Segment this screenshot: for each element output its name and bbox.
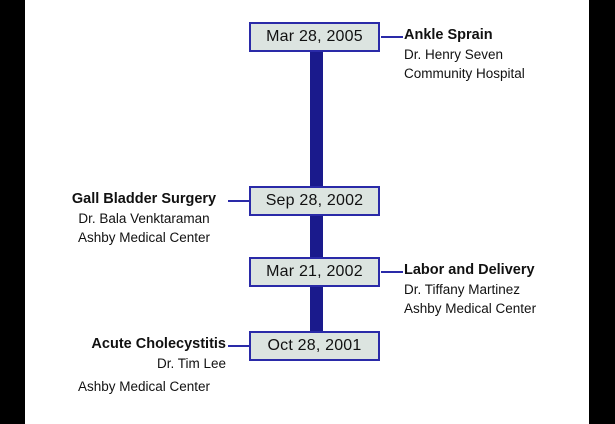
timeline-connector: [228, 345, 250, 347]
timeline-date-box[interactable]: Mar 21, 2002: [249, 257, 380, 287]
event-provider: Dr. Tiffany Martinez: [404, 282, 521, 297]
timeline-date-box[interactable]: Mar 28, 2005: [249, 22, 380, 52]
event-title: Acute Cholecystitis: [91, 336, 226, 352]
timeline-entry[interactable]: Acute Cholecystitis Dr. Tim Lee Ashby Me…: [62, 335, 226, 396]
event-title: Gall Bladder Surgery: [71, 191, 217, 207]
event-provider: Dr. Bala Venktaraman: [78, 211, 210, 226]
event-facility: Ashby Medical Center: [404, 301, 537, 316]
timeline-entry[interactable]: Ankle Sprain Dr. Henry Seven Community H…: [404, 26, 525, 83]
letterbox-left: [0, 0, 25, 424]
letterbox-right: [589, 0, 615, 424]
timeline-entry[interactable]: Labor and Delivery Dr. Tiffany Martinez …: [404, 261, 536, 318]
event-title: Ankle Sprain: [404, 27, 493, 43]
event-provider: Dr. Tim Lee: [156, 356, 226, 371]
timeline-entry[interactable]: Gall Bladder Surgery Dr. Bala Venktarama…: [62, 190, 226, 247]
timeline-date-box[interactable]: Oct 28, 2001: [249, 331, 380, 361]
event-facility: Ashby Medical Center: [77, 379, 211, 394]
timeline-connector: [228, 200, 250, 202]
timeline-connector: [381, 271, 403, 273]
timeline-connector: [381, 36, 403, 38]
event-title: Labor and Delivery: [404, 262, 535, 278]
event-facility: Community Hospital: [404, 66, 525, 81]
event-facility: Ashby Medical Center: [77, 230, 211, 245]
timeline-date-box[interactable]: Sep 28, 2002: [249, 186, 380, 216]
event-provider: Dr. Henry Seven: [404, 47, 504, 62]
